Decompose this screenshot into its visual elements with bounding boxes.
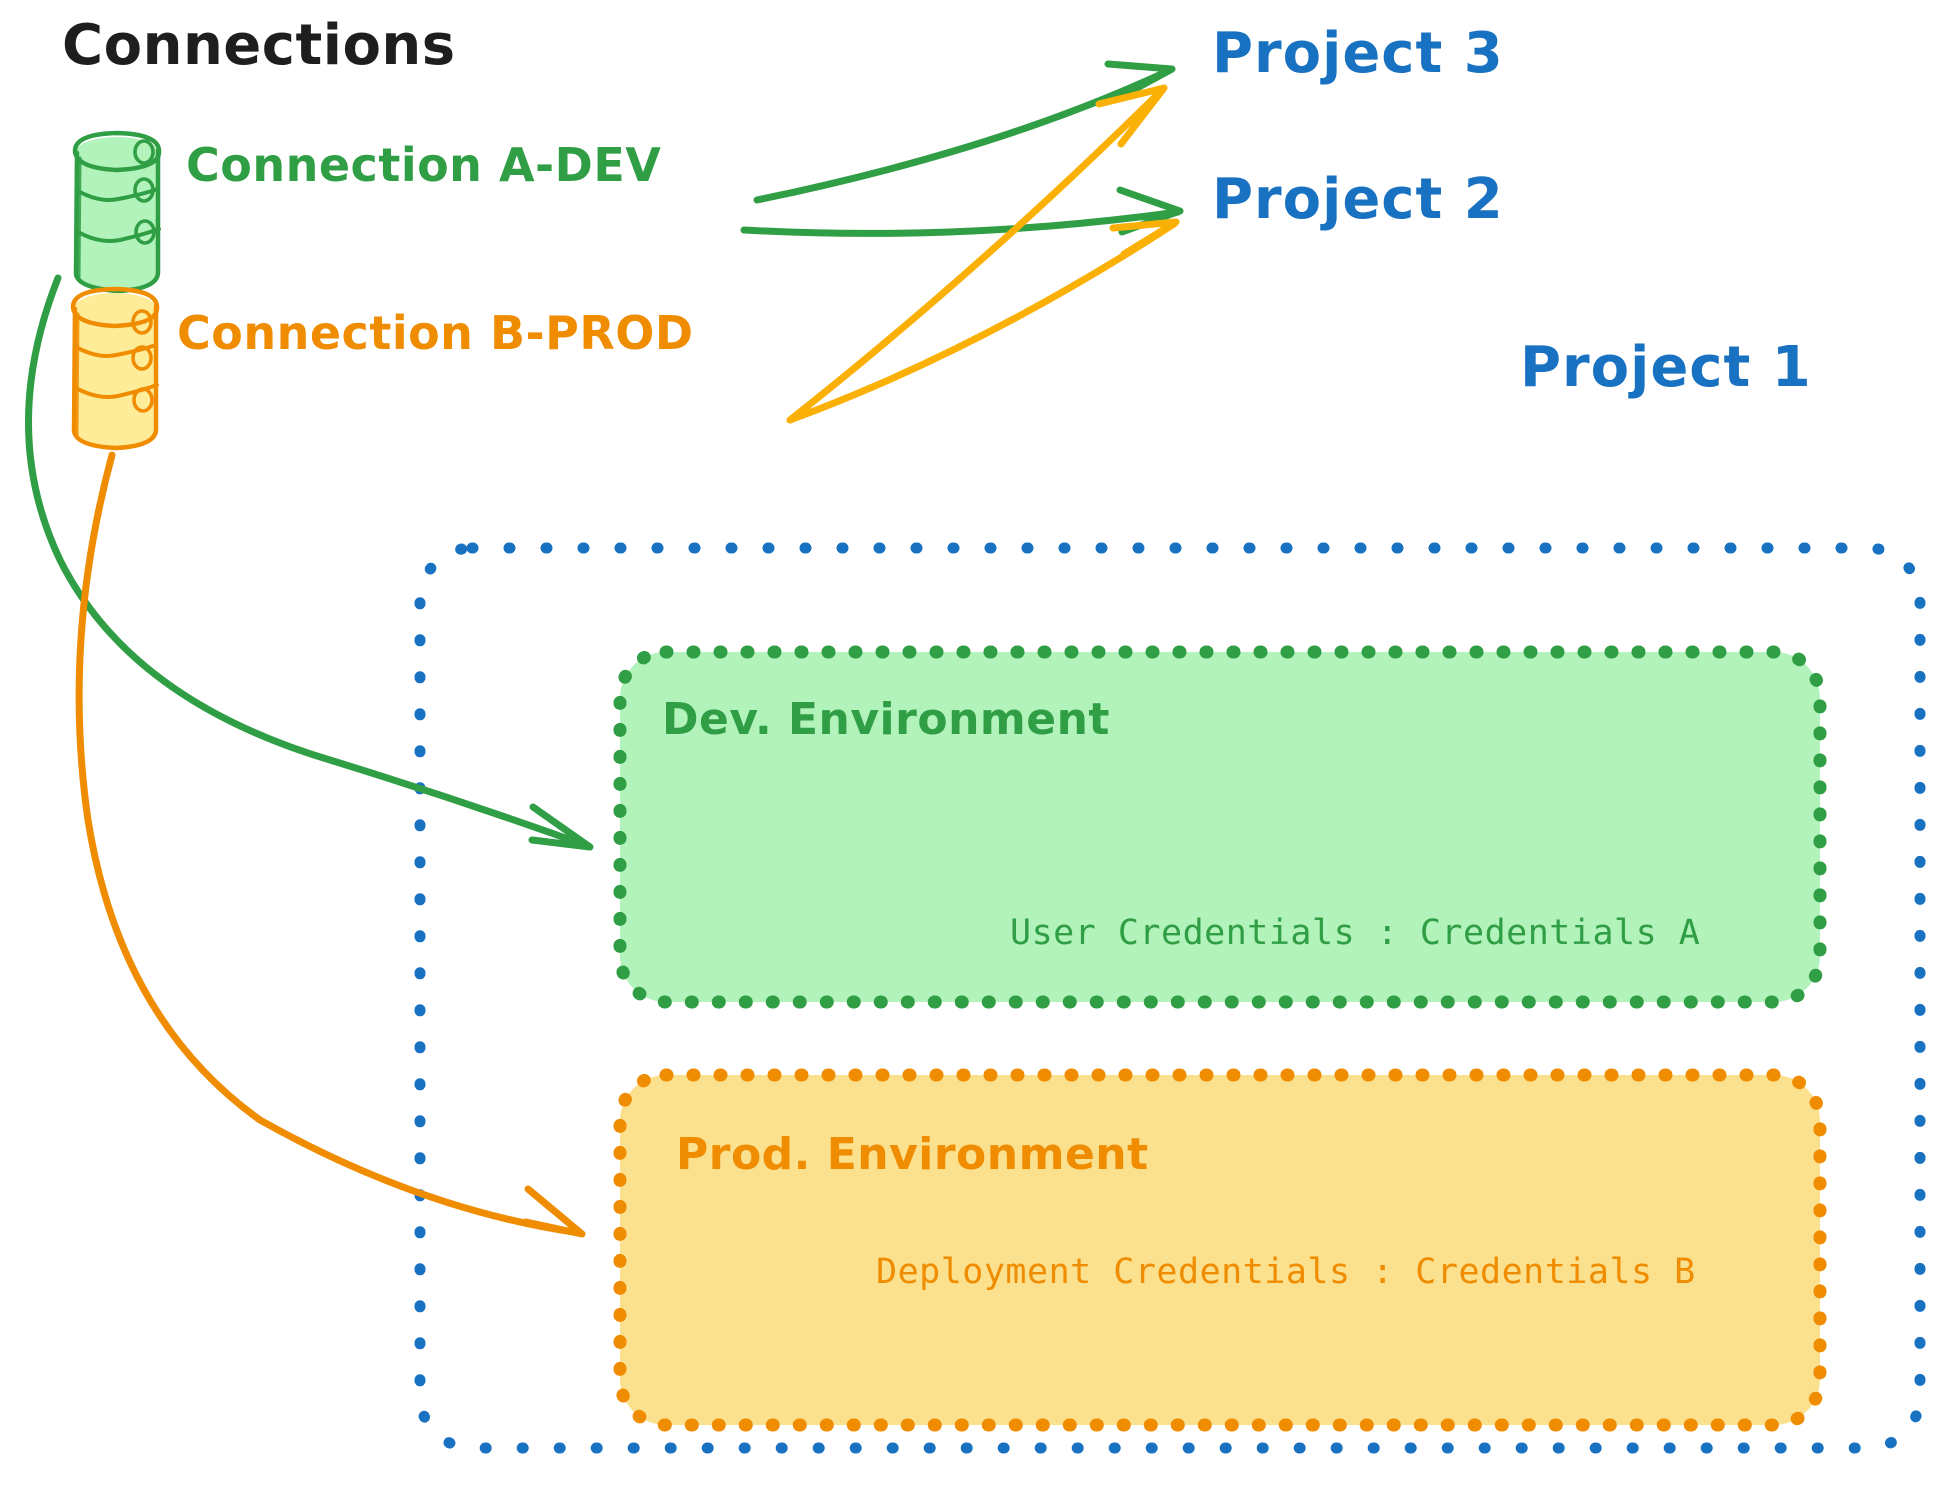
project-3-label[interactable]: Project 3 bbox=[1212, 21, 1504, 86]
db-a-led-1 bbox=[133, 139, 155, 165]
project-1-label[interactable]: Project 1 bbox=[1520, 335, 1812, 400]
dev-environment-box[interactable] bbox=[613, 645, 1827, 1009]
dev-environment-fill bbox=[620, 652, 1820, 1002]
prod-environment-fill bbox=[620, 1075, 1820, 1425]
dev-environment-credentials: User Credentials : Credentials A bbox=[1010, 913, 1701, 953]
db-b-led-3 bbox=[132, 387, 154, 413]
db-b-led-2 bbox=[131, 345, 153, 371]
page-title: Connections bbox=[62, 13, 456, 78]
db-a-rib-2 bbox=[76, 227, 161, 243]
edge-b-prod-p2-arrowhead bbox=[1109, 218, 1180, 258]
prod-environment-title: Prod. Environment bbox=[676, 1129, 1149, 1180]
edge-a-dev-devenv-line bbox=[25, 274, 592, 850]
edge-b-prod-p3-line bbox=[786, 86, 1166, 424]
prod-environment-box[interactable] bbox=[613, 1068, 1827, 1432]
connection-a-dev-label[interactable]: Connection A-DEV bbox=[186, 138, 662, 192]
db-a-led-3 bbox=[134, 219, 156, 245]
edge-b-prod-p2-line bbox=[786, 220, 1178, 424]
edge-b-prod-to-prod-environment bbox=[75, 451, 586, 1238]
connection-b-prod-label[interactable]: Connection B-PROD bbox=[177, 306, 694, 360]
database-icon-a-dev[interactable] bbox=[72, 130, 162, 294]
edge-a-dev-to-project-3 bbox=[753, 60, 1176, 204]
edge-a-dev-devenv-arrowhead bbox=[528, 803, 594, 851]
edge-a-dev-p3-line bbox=[753, 66, 1174, 204]
edge-b-prod-prodenv-line bbox=[75, 451, 584, 1237]
edge-b-prod-to-project-2 bbox=[786, 218, 1180, 424]
project-2-label[interactable]: Project 2 bbox=[1212, 167, 1504, 232]
project-1-container bbox=[414, 542, 1926, 1454]
db-b-side-2 bbox=[75, 312, 80, 439]
prod-environment-credentials: Deployment Credentials : Credentials B bbox=[876, 1252, 1696, 1292]
edge-a-dev-to-dev-environment bbox=[25, 274, 594, 851]
project-1-dotted-border bbox=[414, 542, 1926, 1454]
db-a-rib-1 bbox=[76, 187, 160, 202]
edge-b-prod-p3-arrowhead bbox=[1095, 84, 1168, 148]
db-a-led-2 bbox=[133, 177, 155, 203]
db-b-led-1 bbox=[131, 309, 153, 335]
db-b-body-fill bbox=[74, 308, 156, 448]
edge-a-dev-p2-line bbox=[740, 208, 1182, 237]
db-a-body-fill bbox=[76, 152, 158, 290]
db-a-side-2 bbox=[77, 156, 82, 282]
database-icon-b-prod[interactable] bbox=[70, 286, 160, 451]
dev-environment-title: Dev. Environment bbox=[662, 694, 1110, 745]
edge-b-prod-prodenv-arrowhead bbox=[522, 1185, 586, 1238]
edge-b-prod-to-project-3 bbox=[786, 84, 1168, 424]
db-b-top-fill bbox=[74, 293, 156, 323]
